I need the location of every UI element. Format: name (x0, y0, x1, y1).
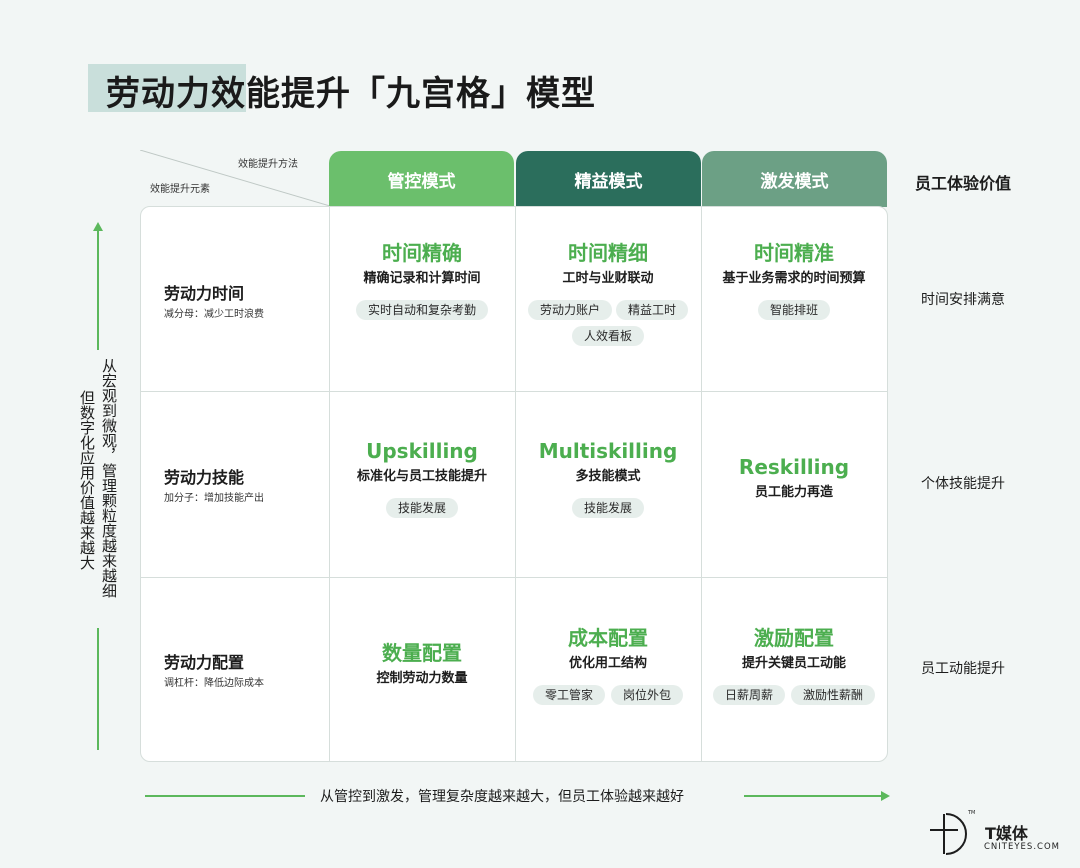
up-arrow-icon (93, 222, 103, 231)
row-subtitle-skill: 加分子：增加技能产出 (164, 493, 264, 504)
corner-diagonal (140, 150, 330, 206)
cell-heading: 时间精确 (382, 241, 462, 265)
cell-heading: 时间精准 (754, 241, 834, 265)
left-axis-line2: 但数字化应用价值越来越大 (78, 390, 96, 570)
tag-chip[interactable]: 技能发展 (571, 498, 644, 518)
cell-skill-lean: Multiskilling 多技能模式 技能发展 (515, 438, 701, 518)
column-header-lean: 精益模式 (516, 151, 701, 207)
tag-list: 实时自动和复杂考勤 (329, 300, 515, 320)
tag-list: 智能排班 (701, 300, 887, 320)
cell-subtitle: 员工能力再造 (754, 485, 833, 500)
tag-list: 技能发展 (515, 498, 701, 518)
tag-chip[interactable]: 劳动力账户 (527, 300, 612, 320)
cell-allocation-lean: 成本配置 优化用工结构 零工管家 岗位外包 (515, 625, 701, 705)
cell-time-inspire: 时间精准 基于业务需求的时间预算 智能排班 (701, 240, 887, 320)
cell-heading: Reskilling (738, 455, 850, 479)
cell-heading: 时间精细 (568, 241, 648, 265)
tag-chip[interactable]: 技能发展 (385, 498, 458, 518)
svg-text:TM: TM (967, 810, 975, 816)
column-header-control: 管控模式 (329, 151, 514, 207)
grid-frame (140, 206, 888, 762)
grid-divider (140, 391, 888, 392)
column-header-inspire: 激发模式 (702, 151, 887, 207)
axis-line (744, 795, 884, 797)
row-title-time: 劳动力时间 (164, 284, 245, 303)
tag-chip[interactable]: 精益工时 (616, 300, 689, 320)
logo-domain: CNITEYES.COM (984, 842, 1060, 852)
cell-allocation-inspire: 激励配置 提升关键员工动能 日薪周薪 激励性薪酬 (701, 625, 887, 705)
cell-subtitle: 工时与业财联动 (562, 271, 654, 286)
cell-subtitle: 优化用工结构 (568, 656, 647, 671)
tag-chip[interactable]: 岗位外包 (611, 685, 684, 705)
tag-list: 零工管家 岗位外包 (515, 685, 701, 705)
cell-heading: Multiskilling (538, 439, 678, 463)
right-arrow-icon (881, 791, 890, 801)
tag-chip[interactable]: 日薪周薪 (712, 685, 785, 705)
axis-line (97, 230, 99, 350)
tag-list: 劳动力账户 精益工时 人效看板 (515, 300, 701, 346)
row-title-allocation: 劳动力配置 (164, 653, 245, 672)
cell-subtitle: 控制劳动力数量 (376, 671, 468, 686)
tag-list: 技能发展 (329, 498, 515, 518)
cell-heading: Upskilling (366, 439, 478, 463)
cell-time-control: 时间精确 精确记录和计算时间 实时自动和复杂考勤 (329, 240, 515, 320)
value-motivation: 员工动能提升 (921, 661, 1005, 677)
grid-divider (140, 577, 888, 578)
tag-list: 日薪周薪 激励性薪酬 (701, 685, 887, 705)
cell-heading: 激励配置 (754, 626, 834, 650)
cell-subtitle: 基于业务需求的时间预算 (722, 271, 866, 286)
row-title-skill: 劳动力技能 (164, 468, 245, 487)
page-title: 劳动力效能提升「九宫格」模型 (106, 74, 596, 114)
cell-subtitle: 多技能模式 (575, 469, 641, 484)
value-time-satisfaction: 时间安排满意 (921, 292, 1005, 308)
grid-divider (329, 206, 330, 762)
row-subtitle-time: 减分母：减少工时浪费 (164, 309, 264, 320)
title-highlight (88, 64, 246, 112)
tag-chip[interactable]: 人效看板 (571, 326, 644, 346)
left-axis-line1: 从宏观到微观，管理颗粒度越来越细 (100, 358, 118, 598)
logo-name: T媒体 (985, 824, 1028, 843)
grid-divider (515, 206, 516, 762)
row-subtitle-allocation: 调杠杆：降低边际成本 (164, 678, 264, 689)
bottom-axis-label: 从管控到激发，管理复杂度越来越大，但员工体验越来越好 (320, 789, 684, 805)
axis-line (145, 795, 305, 797)
axis-line (97, 628, 99, 750)
corner-element-label: 效能提升元素 (150, 184, 210, 195)
corner-method-label: 效能提升方法 (238, 159, 298, 170)
value-skill-growth: 个体技能提升 (921, 476, 1005, 492)
cell-heading: 数量配置 (382, 641, 462, 665)
t-media-logo-icon: TM (930, 810, 975, 855)
cell-subtitle: 精确记录和计算时间 (363, 271, 481, 286)
cell-allocation-control: 数量配置 控制劳动力数量 (329, 640, 515, 688)
tag-chip[interactable]: 实时自动和复杂考勤 (355, 300, 488, 320)
column-header-employee-value: 员工体验价值 (914, 174, 1011, 193)
cell-skill-inspire: Reskilling 员工能力再造 (701, 454, 887, 502)
cell-subtitle: 提升关键员工动能 (741, 656, 846, 671)
cell-subtitle: 标准化与员工技能提升 (356, 469, 487, 484)
tag-chip[interactable]: 智能排班 (757, 300, 830, 320)
cell-skill-control: Upskilling 标准化与员工技能提升 技能发展 (329, 438, 515, 518)
tag-chip[interactable]: 零工管家 (532, 685, 605, 705)
grid-divider (701, 206, 702, 762)
cell-time-lean: 时间精细 工时与业财联动 劳动力账户 精益工时 人效看板 (515, 240, 701, 346)
tag-chip[interactable]: 激励性薪酬 (791, 685, 876, 705)
cell-heading: 成本配置 (568, 626, 648, 650)
